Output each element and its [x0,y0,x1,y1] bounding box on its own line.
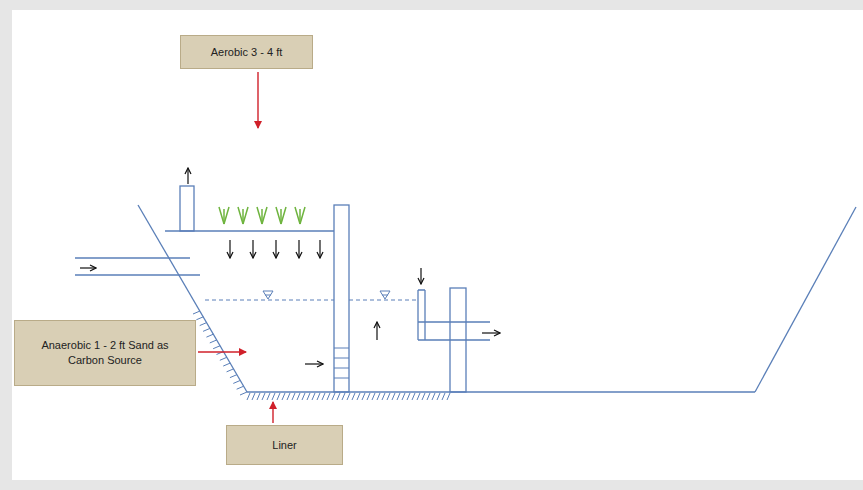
label-box: Anaerobic 1 - 2 ft Sand as Carbon Source [14,320,196,386]
stroke [317,393,320,400]
stroke [447,393,450,400]
stroke [223,209,225,224]
stroke [243,207,248,224]
stroke [300,207,305,224]
stroke [312,393,315,400]
stroke [203,328,210,331]
stroke [387,393,390,400]
stroke [422,393,425,400]
box-label: Anaerobic 1 - 2 ft Sand as Carbon Source [15,338,195,368]
stroke [337,393,340,400]
stroke [352,393,355,400]
stroke [238,207,243,224]
stroke [427,393,430,400]
stroke [432,393,435,400]
stroke [281,207,286,224]
stroke [206,334,213,337]
stroke [267,393,270,400]
stroke [287,393,290,400]
label-box: Aerobic 3 - 4 ft [180,35,313,69]
stroke [261,209,263,224]
stroke [322,393,325,400]
stroke [262,393,265,400]
stroke [223,363,230,366]
stroke [276,207,281,224]
stroke [302,393,305,400]
stroke [442,393,445,400]
box-label: Aerobic 3 - 4 ft [203,45,291,60]
stroke [307,393,310,400]
box-label: Liner [264,438,304,453]
stroke [277,393,280,400]
stroke [272,393,275,400]
stroke [240,392,247,395]
stroke [247,393,250,400]
stroke [412,393,415,400]
stroke [382,393,385,400]
stroke [193,311,200,314]
stroke [417,393,420,400]
stroke [377,393,380,400]
stroke [407,393,410,400]
stroke [342,393,345,400]
label-box: Liner [226,425,343,465]
stroke [299,209,301,224]
stroke [262,207,267,224]
stroke [257,207,262,224]
stroke [252,393,255,400]
stroke [210,340,217,343]
stroke [367,393,370,400]
stroke [362,393,365,400]
stroke [437,393,440,400]
stroke [292,393,295,400]
stroke [372,393,375,400]
stroke [282,393,285,400]
stroke [237,386,244,389]
stroke [220,357,227,360]
stroke [227,369,234,372]
stroke [392,393,395,400]
stroke [332,393,335,400]
stroke [219,207,224,224]
stroke [397,393,400,400]
stroke [233,380,240,383]
stroke [280,209,282,224]
stroke [230,375,237,378]
background-panel [12,10,863,480]
stroke [224,207,229,224]
stroke [213,346,220,349]
stroke [200,323,207,326]
stroke [402,393,405,400]
stroke [242,209,244,224]
stroke [295,207,300,224]
stroke [257,393,260,400]
stroke [347,393,350,400]
stroke [357,393,360,400]
stroke [297,393,300,400]
stroke [327,393,330,400]
stroke [196,317,203,320]
